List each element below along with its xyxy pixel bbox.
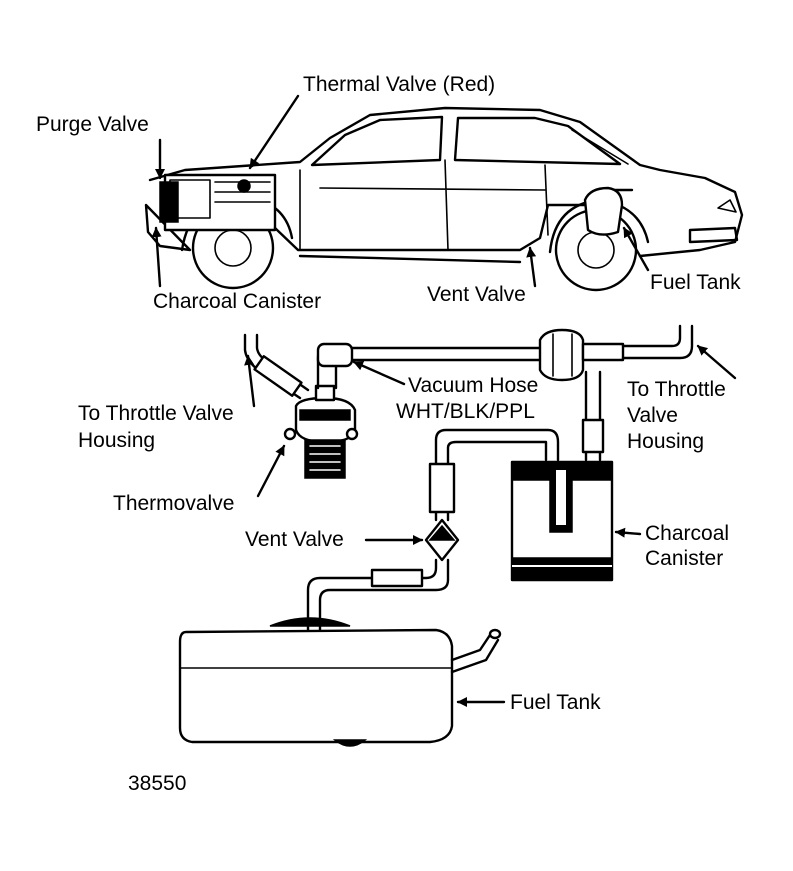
arrow-throttle-left — [244, 354, 256, 408]
label-throttle-left-2: Housing — [78, 429, 155, 452]
label-vent-valve: Vent Valve — [245, 528, 344, 551]
car-fuel-tank — [583, 186, 624, 236]
car-label-vent-valve: Vent Valve — [427, 283, 526, 306]
vacuum-hose-elbow — [316, 342, 354, 368]
thermovalve — [283, 384, 359, 479]
label-throttle-right-1: To Throttle — [627, 378, 726, 401]
car-window-rear — [453, 116, 622, 166]
car-label-purge-valve: Purge Valve — [36, 113, 149, 136]
label-throttle-right-2: Valve — [627, 404, 678, 427]
car-window-front — [310, 115, 444, 167]
label-thermovalve: Thermovalve — [113, 492, 234, 515]
label-canister-1: Charcoal — [645, 522, 729, 545]
hose-connector-vent — [428, 462, 456, 514]
charcoal-canister — [510, 460, 614, 582]
car-label-thermal-valve: Thermal Valve (Red) — [303, 73, 495, 96]
purge-tee — [538, 328, 625, 382]
hose-connector-canister — [581, 418, 605, 454]
label-canister-2: Canister — [645, 547, 723, 570]
arrow-vacuum-hose — [352, 360, 406, 386]
label-vacuum-hose-2: WHT/BLK/PPL — [396, 400, 535, 423]
label-vacuum-hose-1: Vacuum Hose — [408, 374, 538, 397]
car-label-fuel-tank: Fuel Tank — [650, 271, 741, 294]
arrow-thermal-valve — [248, 94, 300, 170]
hose-connector-left — [253, 355, 303, 397]
arrow-car-fuel-tank — [622, 226, 650, 272]
hose-right-throttle — [621, 324, 694, 360]
vent-valve — [424, 518, 460, 562]
arrow-car-canister — [151, 226, 162, 288]
figure-id: 38550 — [128, 772, 186, 795]
label-fuel-tank: Fuel Tank — [510, 691, 601, 714]
label-throttle-right-3: Housing — [627, 430, 704, 453]
car-window-quarter — [571, 129, 629, 165]
arrow-throttle-right — [696, 344, 737, 380]
schematic — [178, 324, 694, 747]
car-door-lines — [299, 159, 549, 251]
label-throttle-left-1: To Throttle Valve — [78, 402, 234, 425]
fuel-tank — [178, 617, 502, 747]
arrow-thermovalve — [256, 444, 286, 498]
arrow-canister — [614, 527, 642, 538]
car-label-charcoal-canister: Charcoal Canister — [153, 290, 321, 313]
car-rear-bumper — [688, 226, 739, 244]
car-engine-bay — [159, 173, 277, 232]
arrow-car-vent-valve — [526, 246, 537, 288]
car-illustration — [144, 106, 744, 292]
hose-connector-tank — [370, 568, 424, 588]
hose-vent-to-canister — [434, 428, 560, 522]
